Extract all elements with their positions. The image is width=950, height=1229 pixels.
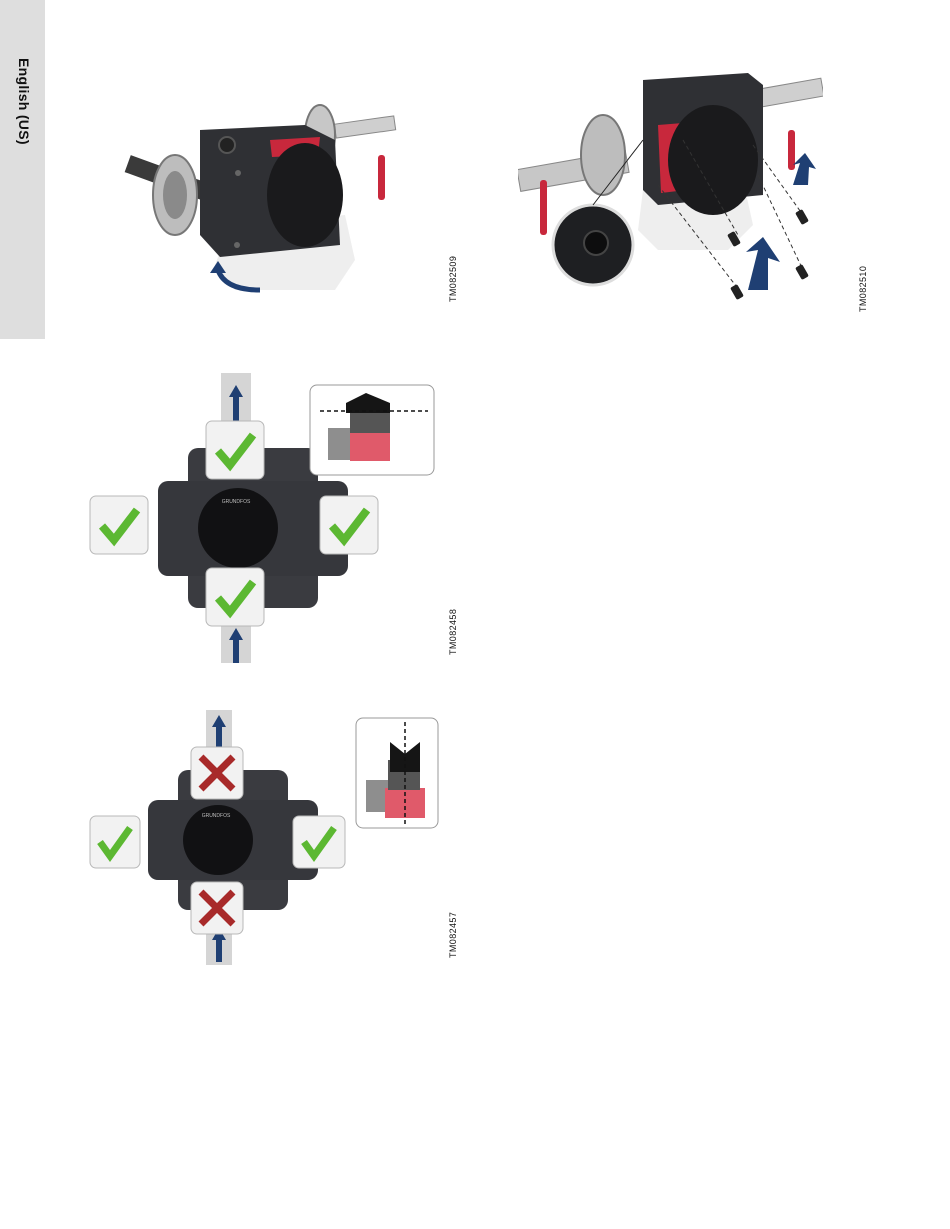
figure-1-code: TM082509 [448,256,458,302]
figure-3-code: TM082458 [448,609,458,655]
figure-disallowed-positions: GRUNDFOS [88,710,443,965]
pump-head-screws-illustration [518,65,823,310]
disallowed-positions-illustration: GRUNDFOS [88,710,443,965]
check-box-top [206,421,264,479]
figure-allowed-positions: GRUNDFOS [88,373,438,663]
check-box-left [90,816,140,868]
svg-text:GRUNDFOS: GRUNDFOS [222,499,251,505]
language-label: English (US) [16,58,32,145]
side-view-inset-horizontal [310,385,434,475]
check-box-right [293,816,345,868]
figure-pump-rotation [120,85,400,300]
side-view-inset-vertical [356,718,438,828]
svg-text:GRUNDFOS: GRUNDFOS [202,813,231,819]
check-box-left [90,496,148,554]
cross-box-bottom [191,882,243,934]
language-side-tab: English (US) [0,0,45,339]
check-box-right [320,496,378,554]
pump-rotation-illustration [120,85,400,300]
figure-4-code: TM082457 [448,912,458,958]
cross-box-top [191,747,243,799]
allowed-positions-illustration: GRUNDFOS [88,373,438,663]
figure-pump-head-screws [518,65,823,310]
figure-2-code: TM082510 [858,266,868,312]
check-box-bottom [206,568,264,626]
